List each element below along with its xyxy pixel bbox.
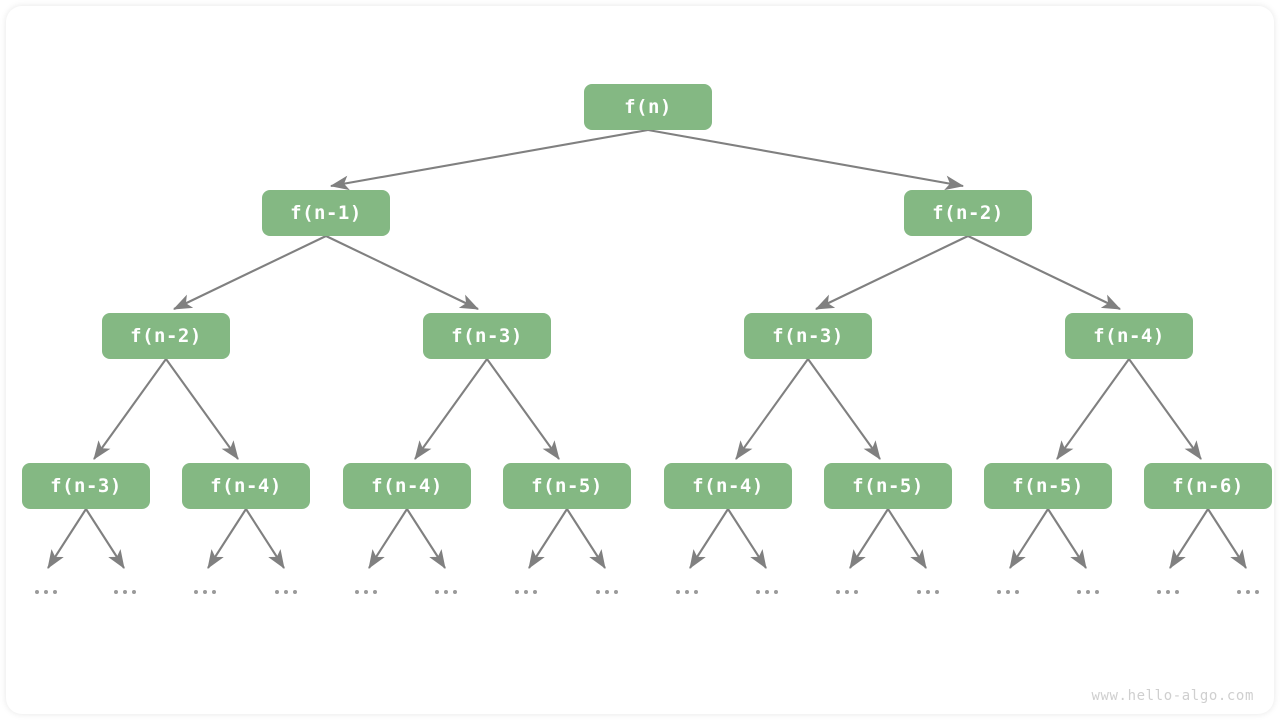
tree-node: f(n-5): [824, 463, 952, 509]
ellipsis-marker: [515, 590, 537, 594]
ellipsis-marker: [114, 590, 136, 594]
tree-edge: [1009, 508, 1049, 569]
tree-edge: [967, 235, 1121, 310]
tree-node: f(n-3): [22, 463, 150, 509]
tree-node-label: f(n-5): [1012, 475, 1084, 497]
tree-node-label: f(n-3): [50, 475, 122, 497]
tree-node: f(n-1): [262, 190, 390, 236]
tree-node: f(n): [584, 84, 712, 130]
tree-node: f(n-5): [984, 463, 1112, 509]
tree-node: f(n-2): [102, 313, 230, 359]
tree-node: f(n-5): [503, 463, 631, 509]
diagram-card: f(n) f(n-1) f(n-2) f(n-2) f(n-3) f(n-3) f(n-4)…: [6, 6, 1274, 714]
tree-edge: [1128, 358, 1202, 460]
ellipsis-marker: [435, 590, 457, 594]
tree-node: f(n-4): [182, 463, 310, 509]
ellipsis-marker: [676, 590, 698, 594]
ellipsis-marker: [596, 590, 618, 594]
tree-edge: [1056, 358, 1130, 460]
tree-edge: [807, 358, 881, 460]
ellipsis-marker: [836, 590, 858, 594]
tree-node-label: f(n-4): [692, 475, 764, 497]
ellipsis-marker: [1157, 590, 1179, 594]
tree-edge: [329, 128, 649, 191]
tree-node: f(n-2): [904, 190, 1032, 236]
tree-edge: [406, 508, 446, 569]
ellipsis-marker: [1237, 590, 1259, 594]
tree-edge: [486, 358, 560, 460]
tree-edge: [647, 128, 965, 191]
tree-node: f(n-4): [343, 463, 471, 509]
tree-node-label: f(n-4): [371, 475, 443, 497]
leaf-edges: [47, 508, 1247, 569]
tree-edge: [735, 358, 809, 460]
tree-node-label: f(n): [624, 96, 672, 118]
tree-node: f(n-3): [423, 313, 551, 359]
tree-node-label: f(n-5): [852, 475, 924, 497]
tree-edge: [207, 508, 247, 569]
ellipsis-marker: [917, 590, 939, 594]
tree-edge: [849, 508, 889, 569]
tree-node: f(n-6): [1144, 463, 1272, 509]
tree-node-label: f(n-4): [210, 475, 282, 497]
tree-node-label: f(n-1): [290, 202, 362, 224]
tree-edge: [1207, 508, 1247, 569]
recursion-tree-canvas: f(n) f(n-1) f(n-2) f(n-2) f(n-3) f(n-3) f(n-4)…: [6, 6, 1274, 714]
ellipsis-marker: [997, 590, 1019, 594]
parent-child-edges: [93, 128, 1202, 460]
tree-edge: [414, 358, 488, 460]
ellipsis-marker: [1077, 590, 1099, 594]
tree-edge: [1047, 508, 1087, 569]
tree-edge: [727, 508, 767, 569]
tree-node-label: f(n-2): [932, 202, 1004, 224]
tree-node: f(n-3): [744, 313, 872, 359]
tree-node: f(n-4): [1065, 313, 1193, 359]
tree-node-label: f(n-4): [1093, 325, 1165, 347]
tree-edge: [325, 235, 479, 310]
ellipsis-marker: [355, 590, 377, 594]
ellipsis-marker: [194, 590, 216, 594]
tree-edge: [173, 235, 327, 310]
tree-edge: [85, 508, 125, 569]
ellipsis-marker: [756, 590, 778, 594]
tree-edge: [1169, 508, 1209, 569]
watermark-label: www.hello-algo.com: [1091, 688, 1254, 704]
tree-edge: [47, 508, 87, 569]
tree-edge: [815, 235, 969, 310]
ellipsis-marker: [35, 590, 57, 594]
tree-node-label: f(n-3): [772, 325, 844, 347]
tree-node-label: f(n-5): [531, 475, 603, 497]
tree-edge: [566, 508, 606, 569]
tree-edge: [165, 358, 239, 460]
tree-edge: [689, 508, 729, 569]
tree-edge: [93, 358, 167, 460]
tree-node-label: f(n-3): [451, 325, 523, 347]
tree-edge: [368, 508, 408, 569]
ellipsis-marker: [275, 590, 297, 594]
tree-node-label: f(n-2): [130, 325, 202, 347]
tree-edge: [887, 508, 927, 569]
tree-edge: [528, 508, 568, 569]
tree-node-label: f(n-6): [1172, 475, 1244, 497]
tree-edge: [245, 508, 285, 569]
tree-node: f(n-4): [664, 463, 792, 509]
